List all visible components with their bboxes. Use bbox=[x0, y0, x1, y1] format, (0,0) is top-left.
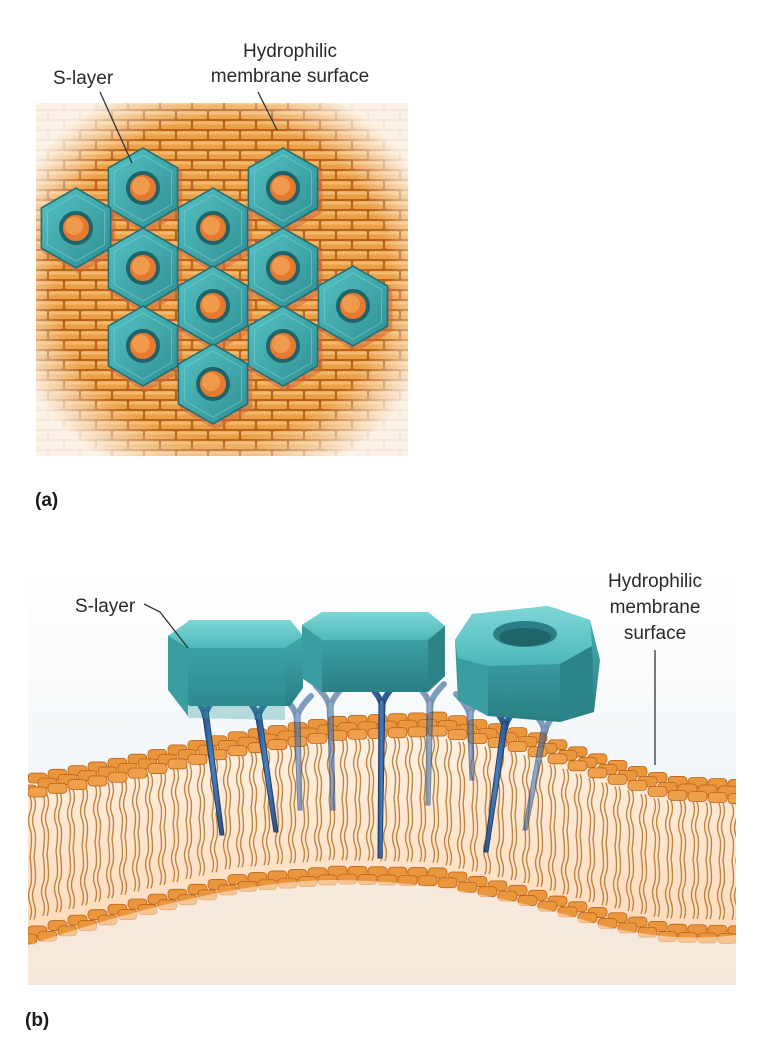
s-layer-unit bbox=[40, 187, 116, 274]
panel-b-membrane-label-2: membrane bbox=[609, 597, 701, 618]
s-layer-unit bbox=[107, 227, 183, 314]
panel-a-membrane-label-2: membrane surface bbox=[210, 66, 370, 87]
s-layer-unit bbox=[107, 305, 183, 392]
s-layer-unit bbox=[247, 305, 323, 392]
s-layer-unit bbox=[247, 147, 323, 234]
s-layer-unit bbox=[177, 265, 253, 352]
panel-b-tag: (b) bbox=[25, 1010, 50, 1031]
panel-a-hexagons bbox=[40, 147, 393, 430]
s-layer-unit bbox=[247, 227, 323, 314]
s-layer-unit bbox=[177, 187, 253, 274]
panel-b-s-layer-label: S-layer bbox=[75, 596, 136, 617]
panel-a-tag: (a) bbox=[35, 490, 59, 511]
panel-a-membrane-label-1: Hydrophilic bbox=[243, 41, 337, 62]
s-layer-unit bbox=[107, 147, 183, 234]
s-layer-unit bbox=[177, 343, 253, 430]
panel-b-membrane-label-3: surface bbox=[623, 623, 687, 644]
panel-a-s-layer-label: S-layer bbox=[53, 68, 114, 89]
panel-b-leader-lines bbox=[143, 603, 656, 765]
panel-b-membrane-label-1: Hydrophilic bbox=[608, 571, 702, 592]
panel-a-leader-lines bbox=[99, 91, 278, 164]
panel-b-s-layer-units bbox=[168, 606, 600, 722]
anchor-protein bbox=[313, 683, 347, 811]
s-layer-unit bbox=[317, 265, 393, 352]
